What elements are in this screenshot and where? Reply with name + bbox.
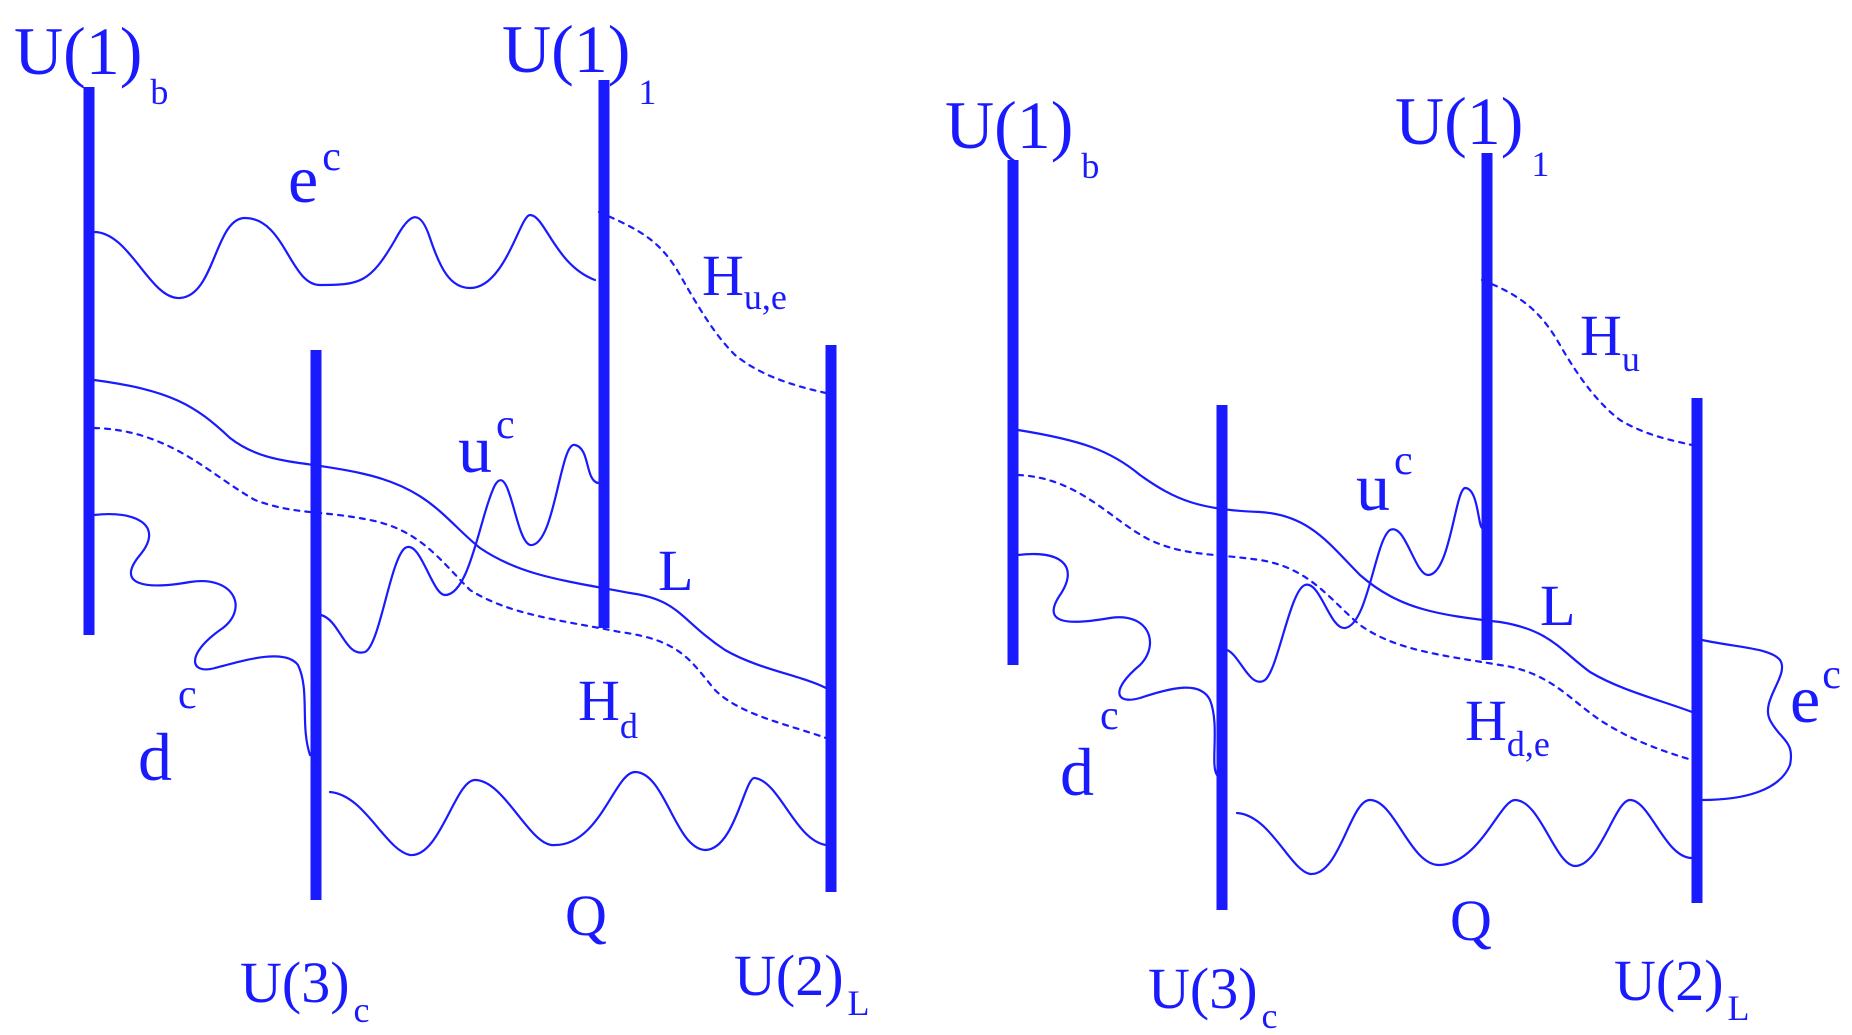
- left-string-dc: [92, 513, 312, 757]
- right-label-Hde: Hd,e: [1465, 688, 1550, 764]
- right-label-L: L: [1540, 573, 1575, 638]
- right-string-Q: [1235, 798, 1694, 876]
- right-label-U11: U(1)1: [1395, 83, 1549, 184]
- right-string-uc: [1225, 486, 1484, 683]
- left-string-L: [92, 378, 828, 690]
- right-string-dc: [1016, 553, 1219, 777]
- left-label-U2L: U(2)L: [734, 943, 870, 1023]
- right-label-U3c: U(3)c: [1148, 956, 1278, 1035]
- left-label-ec: ec: [288, 134, 341, 217]
- right-string-Hde: [1016, 473, 1694, 762]
- left-label-Hd: Hd: [578, 668, 638, 746]
- right-label-ec: ec: [1790, 652, 1841, 737]
- left-label-L: L: [658, 538, 693, 603]
- left-string-Q: [328, 770, 828, 857]
- right-string-ec: [1700, 638, 1793, 802]
- left-label-dc: dc: [138, 672, 197, 795]
- left-label-U1b: U(1)b: [14, 13, 168, 112]
- right-label-Hu: Hu: [1580, 303, 1640, 379]
- left-string-uc: [319, 443, 600, 654]
- right-string-Hu: [1480, 278, 1694, 447]
- left-string-Hue: [597, 210, 828, 395]
- right-label-Q: Q: [1450, 888, 1492, 953]
- left-panel: U(1)b U(1)1 U(3)c U(2)L ec uc dc Hu,e Hd…: [14, 11, 870, 1030]
- left-string-Hd: [92, 426, 828, 740]
- left-label-Hue: Hu,e: [702, 243, 787, 317]
- right-panel: U(1)b U(1)1 U(3)c U(2)L uc dc ec Hu Hd,e…: [945, 83, 1841, 1035]
- right-label-U1b: U(1)b: [945, 87, 1099, 186]
- right-label-U2L: U(2)L: [1614, 948, 1750, 1028]
- left-label-U3c: U(3)c: [240, 950, 370, 1030]
- left-label-U11: U(1)1: [502, 11, 656, 112]
- left-label-Q: Q: [565, 883, 607, 948]
- right-label-dc: dc: [1060, 693, 1119, 810]
- right-label-uc: uc: [1356, 438, 1413, 525]
- left-label-uc: uc: [458, 402, 515, 487]
- left-string-ec: [92, 213, 597, 300]
- right-string-L: [1016, 428, 1694, 714]
